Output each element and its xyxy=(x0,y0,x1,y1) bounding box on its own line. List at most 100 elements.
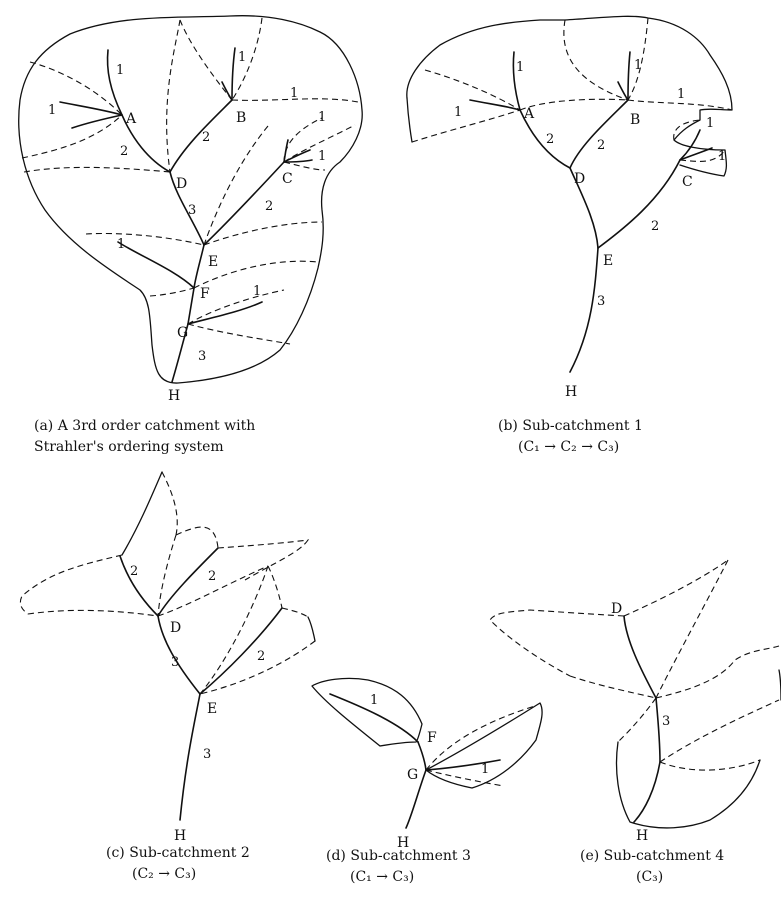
stream-order-2 xyxy=(598,160,680,248)
divide-line xyxy=(282,608,308,617)
divide-line xyxy=(490,610,624,676)
node-label-e: E xyxy=(207,701,217,717)
node-label-b: B xyxy=(630,112,640,128)
stream-order-3 xyxy=(624,616,656,698)
caption-line-2: (C₁ → C₂ → C₃) xyxy=(518,439,619,455)
caption-line-1: (c) Sub-catchment 2 xyxy=(106,845,250,861)
divide-line xyxy=(570,676,656,698)
panel-d: F G H 1 1 (d) Sub-catchment 3 (C₁ → C₃) xyxy=(312,678,542,885)
divide-line xyxy=(200,566,268,694)
divide-line xyxy=(660,760,760,770)
caption-line-1: (d) Sub-catchment 3 xyxy=(326,848,471,864)
stream-order-label: 3 xyxy=(203,747,211,762)
stream-order-label: 1 xyxy=(370,693,378,708)
stream-order-3 xyxy=(188,288,194,324)
stream-order-2 xyxy=(120,556,158,616)
stream-order-1 xyxy=(470,100,520,110)
divide-line xyxy=(86,233,204,245)
node-label-f: F xyxy=(200,286,210,302)
panel-a: A B C D E F G H 1 1 1 1 1 1 1 1 2 2 2 3 … xyxy=(19,16,362,455)
divide-line xyxy=(564,20,628,100)
caption-line-1: (a) A 3rd order catchment with xyxy=(34,418,255,434)
divide-line xyxy=(660,700,779,762)
node-label-d: D xyxy=(176,176,187,192)
stream-order-label: 3 xyxy=(171,655,179,670)
divide-line xyxy=(150,288,194,296)
caption-line-2: Strahler's ordering system xyxy=(34,439,224,455)
stream-order-3 xyxy=(656,698,660,762)
stream-network xyxy=(120,548,282,820)
stream-order-3 xyxy=(194,245,204,288)
stream-order-label: 2 xyxy=(208,569,216,584)
stream-order-2 xyxy=(170,100,232,172)
divide-line xyxy=(28,610,158,616)
stream-order-label: 2 xyxy=(120,144,128,159)
node-label-e: E xyxy=(603,253,613,269)
stream-order-label: 1 xyxy=(48,103,56,118)
stream-order-3 xyxy=(570,248,598,372)
node-label-g: G xyxy=(177,325,188,341)
divide-line xyxy=(22,115,122,158)
sub-catchment-boundary xyxy=(122,472,162,555)
node-label-f: F xyxy=(427,730,437,746)
stream-order-label: 1 xyxy=(516,60,524,75)
node-label-d: D xyxy=(170,620,181,636)
panel-c: D E H 2 2 2 3 3 (c) Sub-catchment 2 (C₂ … xyxy=(20,472,315,882)
stream-order-label: 1 xyxy=(290,86,298,101)
stream-order-label: 1 xyxy=(718,149,726,164)
stream-order-1 xyxy=(108,50,122,115)
divide-line xyxy=(204,222,322,245)
stream-network xyxy=(624,616,660,822)
stream-order-2 xyxy=(570,100,628,168)
stream-order-label: 1 xyxy=(634,58,642,73)
stream-network xyxy=(470,52,712,372)
caption-line-2: (C₂ → C₃) xyxy=(132,866,196,882)
stream-order-3 xyxy=(418,742,426,770)
divide-line xyxy=(162,472,177,535)
panel-e: D H 3 (e) Sub-catchment 4 (C₃) xyxy=(490,560,781,885)
stream-network xyxy=(330,694,500,828)
divide-line xyxy=(176,527,218,548)
node-label-h: H xyxy=(174,828,186,844)
divide-line xyxy=(204,126,268,245)
stream-order-label: 2 xyxy=(597,138,605,153)
sub-catchment-boundary xyxy=(312,678,422,746)
divide-line xyxy=(520,99,628,110)
node-label-c: C xyxy=(682,174,693,190)
stream-order-label: 1 xyxy=(318,110,326,125)
divide-line xyxy=(284,118,322,162)
stream-order-label: 2 xyxy=(651,219,659,234)
divide-line xyxy=(426,770,504,786)
stream-order-label: 2 xyxy=(265,199,273,214)
divide-line xyxy=(24,167,170,172)
node-label-h: H xyxy=(168,388,180,404)
stream-order-label: 2 xyxy=(202,130,210,145)
sub-basin-divides xyxy=(20,472,315,694)
stream-order-1 xyxy=(628,52,630,100)
node-label-b: B xyxy=(236,110,246,126)
stream-order-label: 1 xyxy=(116,63,124,78)
node-label-g: G xyxy=(407,767,418,783)
stream-order-label: 2 xyxy=(130,564,138,579)
divide-line xyxy=(618,698,656,742)
stream-order-label: 3 xyxy=(597,294,605,309)
caption-line-1: (b) Sub-catchment 1 xyxy=(498,418,643,434)
stream-order-1 xyxy=(232,48,235,100)
node-label-a: A xyxy=(523,106,535,122)
stream-order-label: 2 xyxy=(257,649,265,664)
sub-catchment-boundary xyxy=(617,742,761,828)
stream-order-label: 2 xyxy=(546,132,554,147)
node-label-h: H xyxy=(565,384,577,400)
stream-order-label: 3 xyxy=(198,349,206,364)
stream-order-label: 1 xyxy=(481,762,489,777)
stream-order-label: 1 xyxy=(253,284,261,299)
stream-order-label: 1 xyxy=(677,87,685,102)
node-label-e: E xyxy=(208,254,218,270)
stream-order-3 xyxy=(634,762,660,822)
stream-order-label: 1 xyxy=(238,50,246,65)
divide-line xyxy=(656,646,779,698)
stream-order-1 xyxy=(188,302,262,324)
stream-order-1 xyxy=(60,102,122,115)
stream-order-label: 3 xyxy=(662,714,670,729)
